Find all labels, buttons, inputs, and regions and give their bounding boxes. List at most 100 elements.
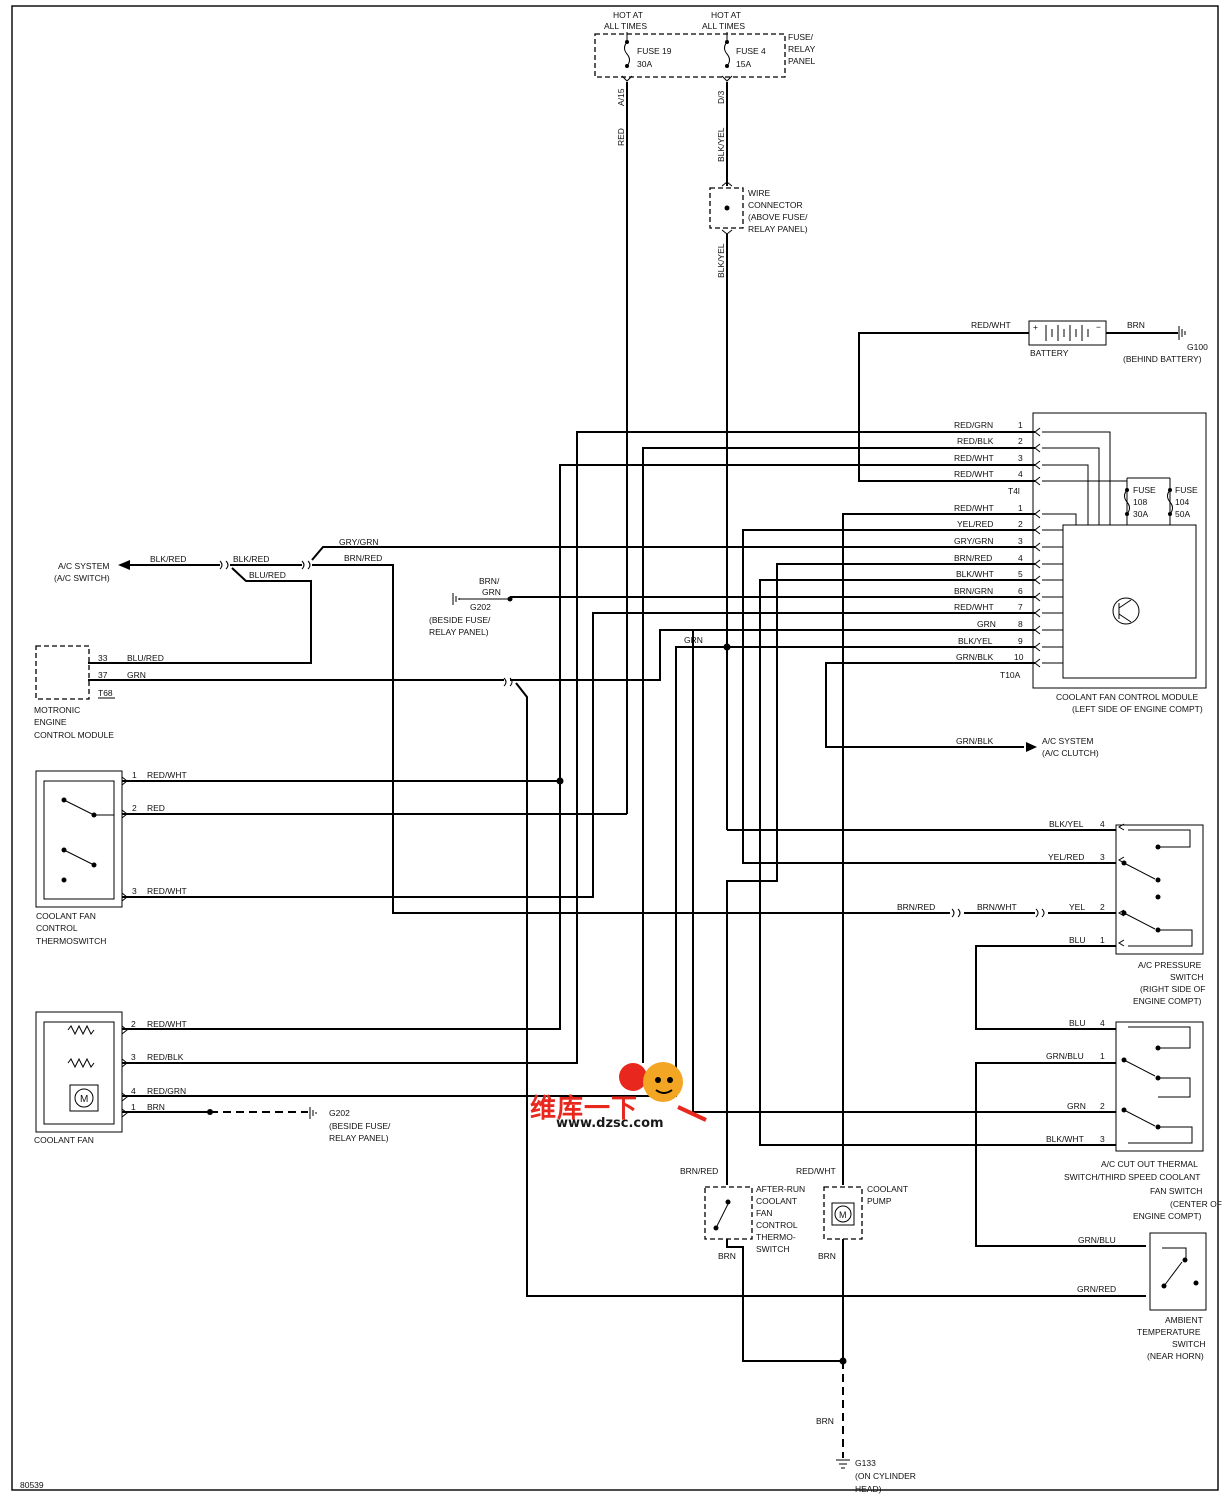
- ambient-temperature-switch: GRN/BLU GRN/RED AMBIENT TEMPERATURE SWIT…: [1077, 1232, 1207, 1361]
- svg-text:1: 1: [1018, 503, 1023, 513]
- page-frame: [11, 5, 1219, 1491]
- svg-text:BRN/RED: BRN/RED: [897, 902, 935, 912]
- svg-text:GRY/GRN: GRY/GRN: [954, 536, 994, 546]
- svg-text:(CENTER OF: (CENTER OF: [1170, 1199, 1222, 1209]
- svg-text:1: 1: [1018, 420, 1023, 430]
- svg-text:33: 33: [98, 653, 108, 663]
- svg-text:ENGINE: ENGINE: [34, 717, 67, 727]
- fuse-108-symbol: [1124, 489, 1130, 515]
- svg-text:2: 2: [132, 803, 137, 813]
- resistor-icon: [67, 1057, 95, 1069]
- svg-text:7: 7: [1018, 602, 1023, 612]
- svg-text:BLK/YEL: BLK/YEL: [716, 243, 726, 278]
- svg-text:RED/BLK: RED/BLK: [147, 1052, 184, 1062]
- svg-text:BLK/YEL: BLK/YEL: [716, 127, 726, 162]
- svg-text:BLU/RED: BLU/RED: [249, 570, 286, 580]
- svg-text:108: 108: [1133, 497, 1147, 507]
- svg-text:MOTRONIC: MOTRONIC: [34, 705, 80, 715]
- svg-text:(RIGHT SIDE OF: (RIGHT SIDE OF: [1140, 984, 1206, 994]
- svg-text:ENGINE COMPT): ENGINE COMPT): [1133, 996, 1202, 1006]
- svg-text:ALL TIMES: ALL TIMES: [702, 21, 745, 31]
- svg-text:G100: G100: [1187, 342, 1208, 352]
- svg-text:37: 37: [98, 670, 108, 680]
- ground-icon: [309, 1107, 317, 1119]
- svg-text:RELAY PANEL): RELAY PANEL): [329, 1133, 389, 1143]
- arrow-right-icon: [1026, 742, 1037, 752]
- svg-text:50A: 50A: [1175, 509, 1190, 519]
- svg-text:THERMO-: THERMO-: [756, 1232, 796, 1242]
- fuse-104-symbol: [1167, 489, 1173, 515]
- svg-text:(A/C SWITCH): (A/C SWITCH): [54, 573, 110, 583]
- fuse-4-symbol: [724, 41, 730, 67]
- svg-text:ENGINE COMPT): ENGINE COMPT): [1133, 1211, 1202, 1221]
- svg-text:COOLANT FAN: COOLANT FAN: [34, 1135, 94, 1145]
- svg-text:2: 2: [1100, 902, 1105, 912]
- svg-text:2: 2: [1018, 436, 1023, 446]
- svg-text:BLK/YEL: BLK/YEL: [958, 636, 993, 646]
- svg-text:ALL TIMES: ALL TIMES: [604, 21, 647, 31]
- svg-text:BRN: BRN: [718, 1251, 736, 1261]
- fuse-relay-panel: HOT AT ALL TIMES HOT AT ALL TIMES FUSE/ …: [594, 10, 816, 278]
- svg-text:BRN/RED: BRN/RED: [344, 553, 382, 563]
- svg-text:RED: RED: [147, 803, 165, 813]
- motronic-ecm: 33 BLU/RED 37 GRN T68 MOTRONIC ENGINE CO…: [34, 635, 703, 740]
- svg-text:−: −: [1096, 322, 1101, 332]
- svg-text:RED/WHT: RED/WHT: [954, 469, 994, 479]
- svg-text:RED/GRN: RED/GRN: [147, 1086, 186, 1096]
- svg-text:TEMPERATURE: TEMPERATURE: [1137, 1327, 1201, 1337]
- svg-text:9: 9: [1018, 636, 1023, 646]
- svg-text:RED/WHT: RED/WHT: [796, 1166, 836, 1176]
- svg-text:(LEFT SIDE OF ENGINE COMPT): (LEFT SIDE OF ENGINE COMPT): [1072, 704, 1203, 714]
- svg-text:(A/C CLUTCH): (A/C CLUTCH): [1042, 748, 1099, 758]
- svg-text:G202: G202: [329, 1108, 350, 1118]
- svg-text:BRN/RED: BRN/RED: [954, 553, 992, 563]
- svg-text:BRN: BRN: [818, 1251, 836, 1261]
- svg-text:COOLANT FAN CONTROL MODULE: COOLANT FAN CONTROL MODULE: [1056, 692, 1198, 702]
- svg-text:SWITCH/THIRD SPEED COOLANT: SWITCH/THIRD SPEED COOLANT: [1064, 1172, 1200, 1182]
- g202-ground-top: BRN/ GRN G202 (BESIDE FUSE/ RELAY PANEL): [429, 576, 513, 637]
- svg-text:3: 3: [131, 1052, 136, 1062]
- svg-text:4: 4: [1018, 553, 1023, 563]
- svg-text:4: 4: [1100, 819, 1105, 829]
- ground-icon: [452, 593, 460, 605]
- svg-text:GRN/RED: GRN/RED: [1077, 1284, 1116, 1294]
- svg-text:PUMP: PUMP: [867, 1196, 892, 1206]
- svg-text:1: 1: [1100, 935, 1105, 945]
- svg-text:HOT AT: HOT AT: [613, 10, 643, 20]
- svg-text:(NEAR HORN): (NEAR HORN): [1147, 1351, 1204, 1361]
- svg-text:8: 8: [1018, 619, 1023, 629]
- svg-text:BLU: BLU: [1069, 935, 1086, 945]
- svg-text:10: 10: [1014, 652, 1024, 662]
- svg-text:GRN/BLU: GRN/BLU: [1078, 1235, 1116, 1245]
- svg-text:SWITCH: SWITCH: [756, 1244, 790, 1254]
- svg-text:BLK/RED: BLK/RED: [233, 554, 269, 564]
- svg-text:GRN: GRN: [482, 587, 501, 597]
- svg-text:CONTROL MODULE: CONTROL MODULE: [34, 730, 114, 740]
- svg-text:BATTERY: BATTERY: [1030, 348, 1069, 358]
- svg-text:GRN/BLU: GRN/BLU: [1046, 1051, 1084, 1061]
- svg-text:(BESIDE FUSE/: (BESIDE FUSE/: [329, 1121, 391, 1131]
- svg-text:1: 1: [131, 1102, 136, 1112]
- svg-text:BLK/WHT: BLK/WHT: [956, 569, 994, 579]
- svg-text:A/C CUT OUT THERMAL: A/C CUT OUT THERMAL: [1101, 1159, 1198, 1169]
- wiring: [88, 82, 1178, 1458]
- svg-text:RED/WHT: RED/WHT: [954, 453, 994, 463]
- svg-text:FAN SWITCH: FAN SWITCH: [1150, 1186, 1202, 1196]
- svg-text:D/3: D/3: [716, 91, 726, 105]
- svg-text:BRN: BRN: [1127, 320, 1145, 330]
- svg-text:BLU: BLU: [1069, 1018, 1086, 1028]
- svg-text:A/C SYSTEM: A/C SYSTEM: [58, 561, 109, 571]
- svg-text:BRN/RED: BRN/RED: [680, 1166, 718, 1176]
- svg-text:BLU/RED: BLU/RED: [127, 653, 164, 663]
- svg-text:RELAY PANEL): RELAY PANEL): [429, 627, 489, 637]
- svg-text:T4l: T4l: [1008, 486, 1020, 496]
- svg-text:BRN/WHT: BRN/WHT: [977, 902, 1017, 912]
- svg-text:(BEHIND BATTERY): (BEHIND BATTERY): [1123, 354, 1202, 364]
- svg-text:RELAY PANEL): RELAY PANEL): [748, 224, 808, 234]
- svg-text:4: 4: [1018, 469, 1023, 479]
- watermark-logo: [619, 1062, 707, 1122]
- motor-icon: M: [69, 1084, 99, 1112]
